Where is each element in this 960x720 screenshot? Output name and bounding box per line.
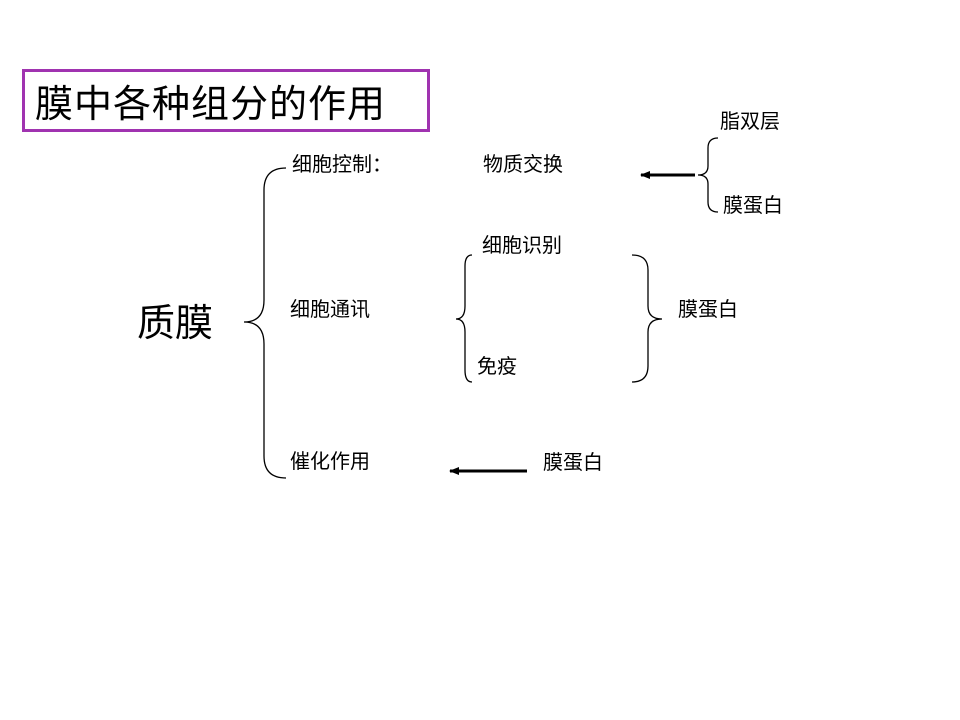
lipid-bilayer-label: 脂双层 (720, 109, 780, 133)
communication-right-brace (631, 254, 663, 383)
recognition-label: 细胞识别 (482, 233, 562, 257)
communication-left-brace (455, 254, 473, 383)
page-title: 膜中各种组分的作用 (35, 82, 387, 126)
control-protein-label: 膜蛋白 (723, 193, 783, 217)
function-communication: 细胞通讯 (290, 297, 370, 321)
immunity-label: 免疫 (477, 354, 517, 378)
title-box: 膜中各种组分的作用 (22, 69, 430, 132)
catalysis-protein-label: 膜蛋白 (543, 450, 603, 474)
main-brace (243, 167, 287, 479)
function-catalysis: 催化作用 (290, 449, 370, 473)
communication-protein-label: 膜蛋白 (678, 297, 738, 321)
function-control: 细胞控制： (292, 152, 392, 176)
lipid-protein-brace (697, 137, 719, 213)
exchange-label: 物质交换 (483, 152, 563, 176)
root-label: 质膜 (137, 301, 214, 345)
